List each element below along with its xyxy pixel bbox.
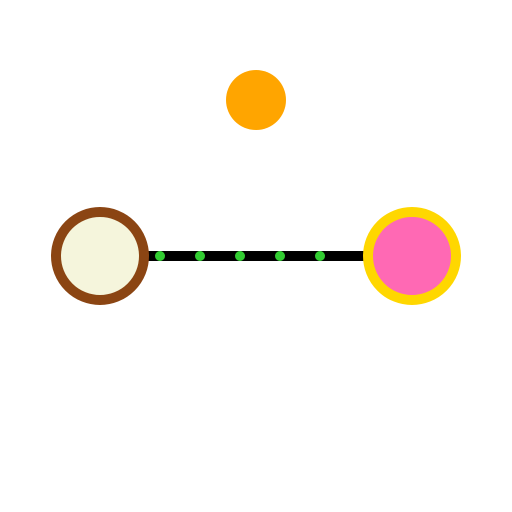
right-node-icon[interactable] (363, 207, 461, 305)
track-dot (275, 251, 285, 261)
track-dot (155, 251, 165, 261)
sun-icon (226, 70, 286, 130)
track-dot (195, 251, 205, 261)
left-node-icon[interactable] (51, 207, 149, 305)
track-dot (315, 251, 325, 261)
track-dots-group (155, 251, 325, 261)
track-dot (235, 251, 245, 261)
